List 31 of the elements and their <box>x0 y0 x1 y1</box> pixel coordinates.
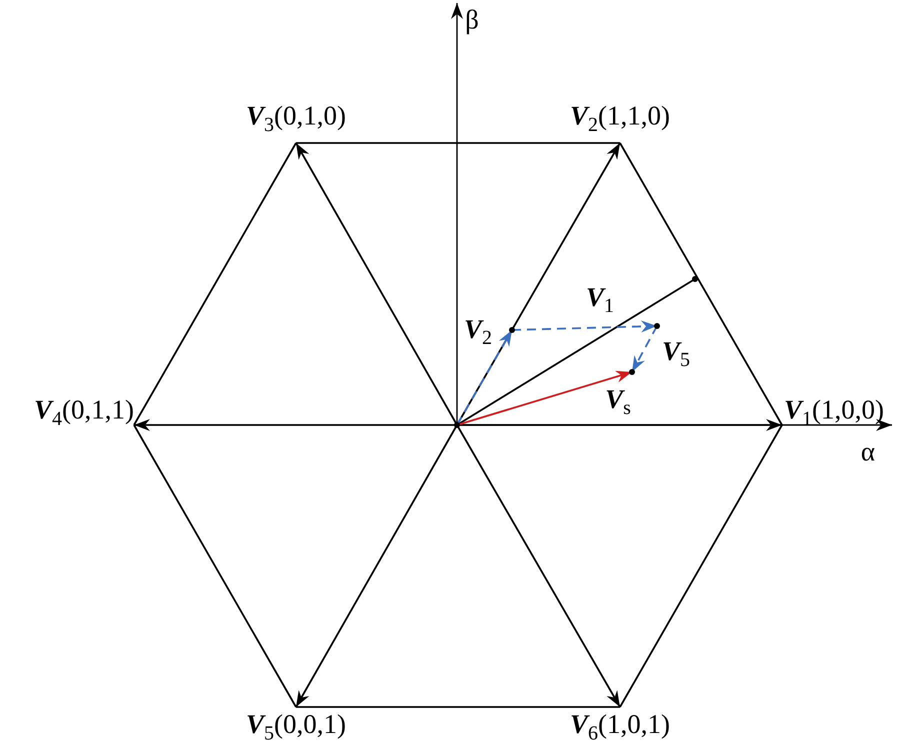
line <box>133 424 297 708</box>
vector-point <box>509 327 515 333</box>
line <box>133 142 297 426</box>
dashed-arrow <box>631 326 658 372</box>
arrow <box>134 419 457 431</box>
vector-label: V$_{6}$(1,0,1) <box>570 707 670 744</box>
line <box>619 142 783 426</box>
vector-point <box>692 276 698 282</box>
vector-label: V$_{3}$(0,1,0) <box>246 102 346 143</box>
arrow <box>295 424 458 708</box>
vector-label: V$_{5}$ <box>662 338 690 370</box>
line <box>296 142 620 144</box>
line <box>296 706 620 708</box>
vector-label: V$_{s}$ <box>605 386 631 418</box>
vector-label: V$_{4}$(0,1,1) <box>34 396 134 429</box>
axis-label: β <box>465 6 479 34</box>
vector-label: V$_{2}$ <box>464 316 492 348</box>
vector-point <box>454 422 460 428</box>
axis-label: α <box>860 438 876 466</box>
line <box>619 424 783 708</box>
arrow <box>456 370 632 426</box>
arrow <box>457 419 782 431</box>
arrow <box>456 424 621 708</box>
arrow <box>295 142 458 426</box>
vector-label: V$_{2}$(1,1,0) <box>570 102 670 143</box>
dashed-arrow <box>456 330 513 426</box>
vector-point <box>654 323 660 329</box>
line <box>456 278 696 426</box>
vector-label: V$_{1}$ <box>586 284 614 316</box>
vector-label: V$_{5}$(0,0,1) <box>246 707 346 744</box>
vector-point <box>629 369 635 375</box>
